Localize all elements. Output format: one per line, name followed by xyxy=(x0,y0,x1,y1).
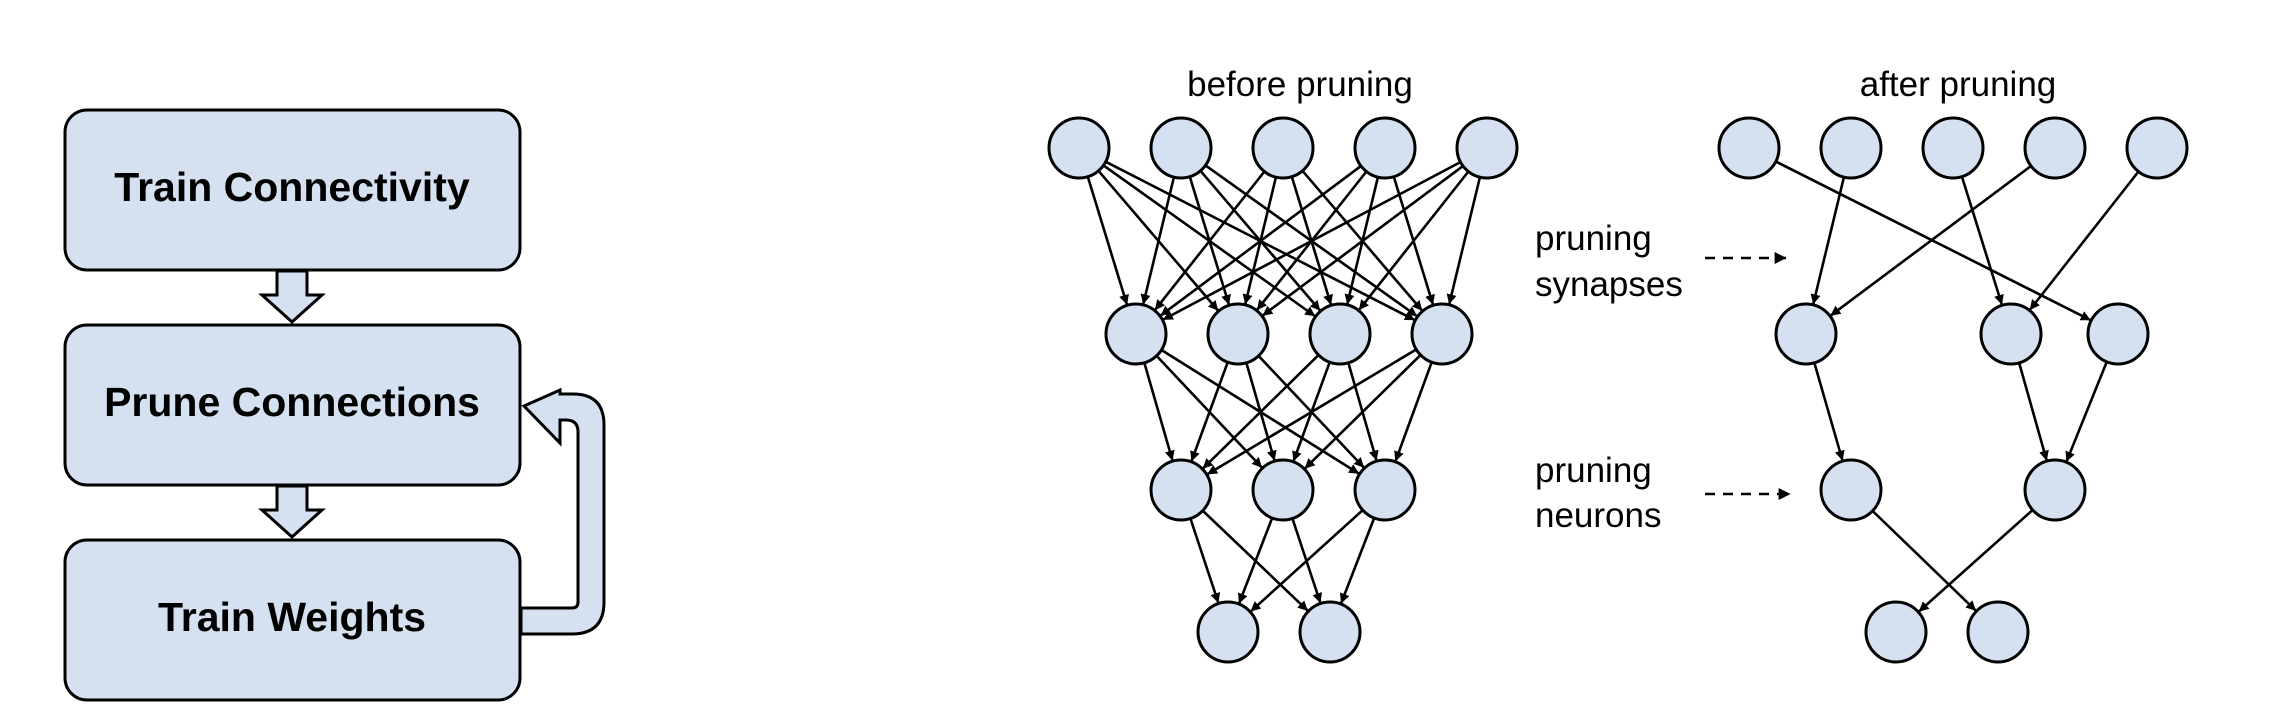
step-label-train-weights: Train Weights xyxy=(158,594,426,640)
before-neuron xyxy=(1251,458,1315,522)
after-synapse xyxy=(1918,507,2035,613)
before-synapse xyxy=(1188,516,1221,604)
before-neuron xyxy=(1410,302,1474,366)
before-synapse xyxy=(1200,508,1309,612)
before-neuron xyxy=(1251,116,1315,180)
before-synapse xyxy=(1190,359,1230,462)
before-neuron xyxy=(1353,116,1417,180)
before-neuron xyxy=(1104,302,1168,366)
after-neuron xyxy=(1921,116,1985,180)
after-neuron xyxy=(1819,116,1883,180)
annotation-synapses-line2: synapses xyxy=(1535,265,1683,304)
after-neuron xyxy=(2023,458,2087,522)
before-neuron xyxy=(1206,302,1270,366)
annotation-pruning-neurons: pruning neurons xyxy=(1535,451,1791,535)
after-neuron xyxy=(1717,116,1781,180)
before-synapse xyxy=(1358,169,1471,311)
before-synapse xyxy=(1290,516,1323,604)
after-synapse xyxy=(1810,174,1846,305)
before-synapse xyxy=(1237,515,1275,604)
after-neuron xyxy=(2086,302,2150,366)
loop-back-arrow xyxy=(519,387,606,636)
annotation-neurons-line1: pruning xyxy=(1535,451,1652,490)
before-network-neurons xyxy=(1047,116,1519,664)
before-synapse xyxy=(1250,507,1366,613)
annotation-neurons-line2: neurons xyxy=(1535,496,1661,535)
before-neuron xyxy=(1353,458,1417,522)
after-synapse xyxy=(2065,359,2109,462)
before-neuron xyxy=(1308,302,1372,366)
pruning-flowchart: Train Connectivity Prune Connections Tra… xyxy=(63,108,606,702)
down-arrow-2 xyxy=(258,484,326,540)
after-synapse xyxy=(2029,169,2141,311)
after-synapse xyxy=(2017,360,2049,461)
before-network-synapses xyxy=(1085,159,1482,613)
step-label-prune-connections: Prune Connections xyxy=(104,379,480,425)
before-synapse xyxy=(1244,360,1277,461)
title-after-pruning: after pruning xyxy=(1860,65,2057,104)
before-synapse xyxy=(1085,174,1129,305)
after-synapse xyxy=(1960,174,2004,305)
title-before-pruning: before pruning xyxy=(1187,65,1413,104)
before-synapse xyxy=(1206,347,1419,476)
before-synapse xyxy=(1304,352,1423,470)
before-synapse xyxy=(1394,359,1434,462)
annotation-synapses-line1: pruning xyxy=(1535,219,1652,258)
before-synapse xyxy=(1140,174,1176,305)
before-neuron xyxy=(1298,600,1362,664)
before-synapse xyxy=(1154,353,1263,469)
after-network-synapses xyxy=(1773,159,2141,613)
before-neuron xyxy=(1149,116,1213,180)
before-synapse xyxy=(1154,169,1267,311)
after-neuron xyxy=(2125,116,2189,180)
after-neuron xyxy=(2023,116,2087,180)
before-neuron xyxy=(1455,116,1519,180)
after-network-neurons xyxy=(1717,116,2189,664)
before-neuron xyxy=(1196,600,1260,664)
after-synapse xyxy=(1830,163,2034,317)
before-synapse xyxy=(1339,515,1377,604)
before-synapse xyxy=(1256,353,1365,469)
before-synapse xyxy=(1162,159,1463,321)
before-neuron xyxy=(1047,116,1111,180)
after-neuron xyxy=(1774,302,1838,366)
after-synapse xyxy=(1812,360,1845,461)
before-neuron xyxy=(1149,458,1213,522)
before-synapse xyxy=(1262,163,1466,317)
before-synapse xyxy=(1142,360,1175,461)
after-neuron xyxy=(1864,600,1928,664)
before-synapse xyxy=(1202,352,1321,470)
after-neuron xyxy=(1819,458,1883,522)
before-synapse xyxy=(1160,163,1364,317)
before-synapse xyxy=(1446,174,1482,305)
down-arrow-1 xyxy=(258,269,326,325)
step-label-train-connectivity: Train Connectivity xyxy=(114,164,470,210)
annotation-pruning-synapses: pruning synapses xyxy=(1535,219,1787,304)
before-synapse xyxy=(1346,360,1379,461)
after-neuron xyxy=(1979,302,2043,366)
after-neuron xyxy=(1966,600,2030,664)
after-synapse xyxy=(1870,508,1977,612)
